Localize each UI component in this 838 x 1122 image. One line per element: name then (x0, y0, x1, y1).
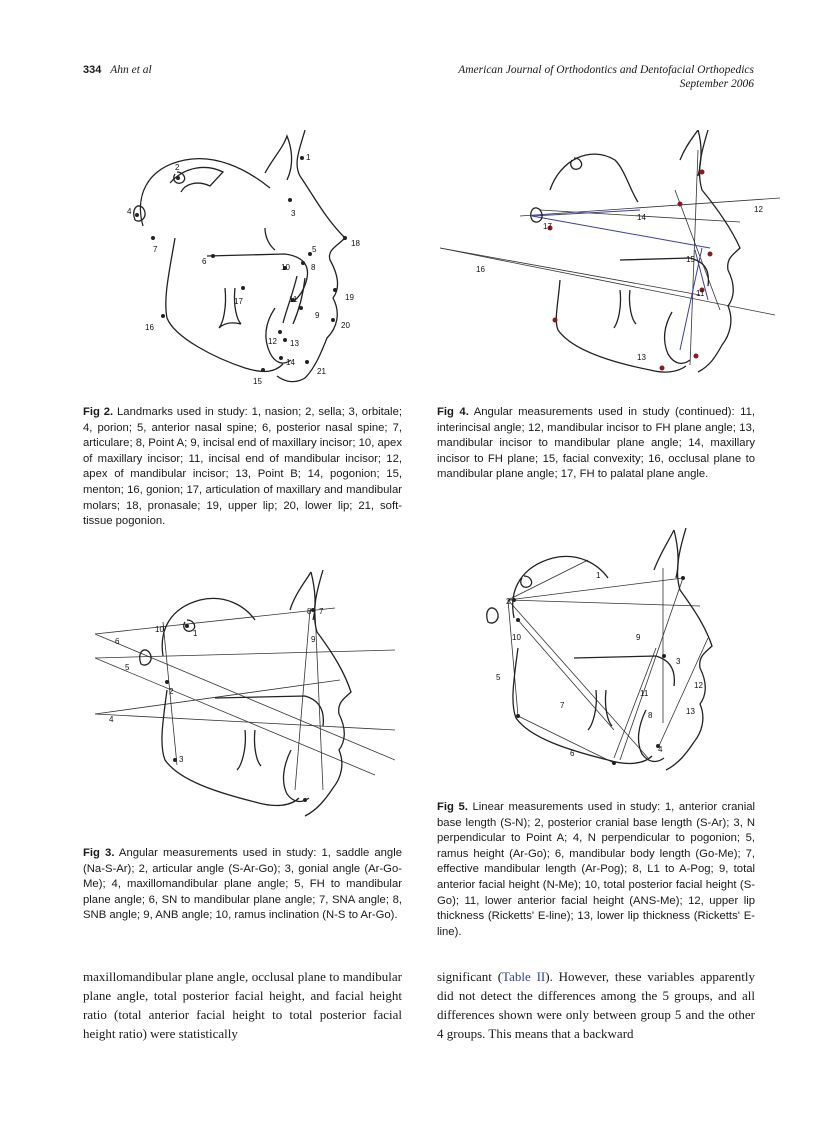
landmark-6: 6 (202, 257, 207, 266)
landmark-3: 3 (291, 209, 296, 218)
landmark-4: 4 (127, 207, 132, 216)
angle-11-label: 11 (696, 289, 705, 298)
landmark-9: 9 (315, 311, 320, 320)
body-text-right-column: significant (Table II). However, these v… (437, 967, 755, 1043)
landmark-20: 20 (341, 321, 350, 330)
angle-2-label: 2 (169, 687, 174, 696)
measure-6-label: 6 (570, 749, 575, 758)
figure-5-caption-text: Linear measurements used in study: 1, an… (437, 801, 755, 938)
angle-3-label: 3 (179, 755, 184, 764)
figure-2-caption-text: Landmarks used in study: 1, nasion; 2, s… (83, 406, 402, 528)
measure-12-label: 12 (694, 681, 703, 690)
figure-2-tracing: 1 2 3 4 5 6 7 8 9 10 11 12 13 14 15 16 1… (115, 128, 385, 390)
running-header-right: American Journal of Orthodontics and Den… (458, 63, 754, 91)
figure-4-caption-text: Angular measurements used in study (cont… (437, 406, 756, 481)
figure-2-caption: Fig 2. Landmarks used in study: 1, nasio… (83, 405, 402, 530)
figure-4-caption: Fig 4. Angular measurements used in stud… (437, 405, 755, 483)
angle-4-label: 4 (109, 715, 114, 724)
issue-date: September 2006 (679, 78, 754, 90)
angle-15-label: 15 (686, 255, 695, 264)
measure-13-label: 13 (686, 707, 695, 716)
angle-16-label: 16 (476, 265, 485, 274)
figure-4-label: Fig 4. (437, 406, 469, 418)
figure-5-label: Fig 5. (437, 801, 468, 813)
angle-10-label: 10 (155, 625, 164, 634)
landmark-15: 15 (253, 377, 262, 386)
angle-8-label: 8 (307, 607, 312, 616)
measure-11-label: 11 (640, 689, 649, 698)
angle-9-label: 9 (311, 635, 316, 644)
measure-3-label: 3 (676, 657, 681, 666)
author-line: Ahn et al (110, 64, 152, 76)
measure-9-label: 9 (636, 633, 641, 642)
landmark-13: 13 (290, 339, 299, 348)
page-number: 334 (83, 64, 102, 76)
measure-4-label: 4 (658, 745, 663, 754)
angle-14-label: 14 (637, 213, 646, 222)
landmark-16: 16 (145, 323, 154, 332)
body-text-right-end: ). However, these variables apparently d… (437, 969, 756, 1041)
landmark-1: 1 (306, 153, 311, 162)
landmark-5: 5 (312, 245, 317, 254)
landmark-8: 8 (311, 263, 316, 272)
landmark-18: 18 (351, 239, 360, 248)
measure-7-label: 7 (560, 701, 565, 710)
landmark-2: 2 (175, 163, 180, 172)
measure-1-label: 1 (596, 571, 601, 580)
running-header-left: 334 Ahn et al (83, 64, 152, 76)
figure-3-label: Fig 3. (83, 847, 115, 859)
table-ii-link[interactable]: Table II (502, 969, 546, 984)
angle-5-label: 5 (125, 663, 130, 672)
angle-12-label: 12 (754, 205, 763, 214)
body-text-left-column: maxillomandibular plane angle, occlusal … (83, 969, 402, 1041)
landmark-19: 19 (345, 293, 354, 302)
angle-1-label: 1 (193, 629, 198, 638)
landmark-17: 17 (234, 297, 243, 306)
landmark-12: 12 (268, 337, 277, 346)
figure-4-tracing: 14 12 16 17 15 11 13 (440, 130, 785, 382)
body-text-right-start: significant ( (437, 969, 503, 984)
angle-6-label: 6 (115, 637, 120, 646)
figure-5-tracing: 1 2 3 4 5 6 7 8 9 10 11 12 13 (478, 528, 746, 780)
figure-3-tracing: 1 2 3 4 5 6 7 8 9 10 (95, 570, 395, 820)
figure-5-caption: Fig 5. Linear measurements used in study… (437, 800, 755, 940)
figure-3-caption-text: Angular measurements used in study: 1, s… (83, 847, 402, 922)
journal-title: American Journal of Orthodontics and Den… (458, 64, 754, 76)
landmark-7: 7 (153, 245, 158, 254)
figure-3-caption: Fig 3. Angular measurements used in stud… (83, 846, 402, 924)
angle-17-label: 17 (543, 222, 552, 231)
angle-7-label: 7 (319, 607, 324, 616)
measure-2-label: 2 (506, 597, 511, 606)
measure-10-label: 10 (512, 633, 521, 642)
measure-5-label: 5 (496, 673, 501, 682)
landmark-14: 14 (286, 358, 295, 367)
landmark-10: 10 (281, 263, 290, 272)
measure-8-label: 8 (648, 711, 653, 720)
landmark-21: 21 (317, 367, 326, 376)
angle-13-label: 13 (637, 353, 646, 362)
figure-2-label: Fig 2. (83, 406, 114, 418)
landmark-11: 11 (289, 295, 298, 304)
